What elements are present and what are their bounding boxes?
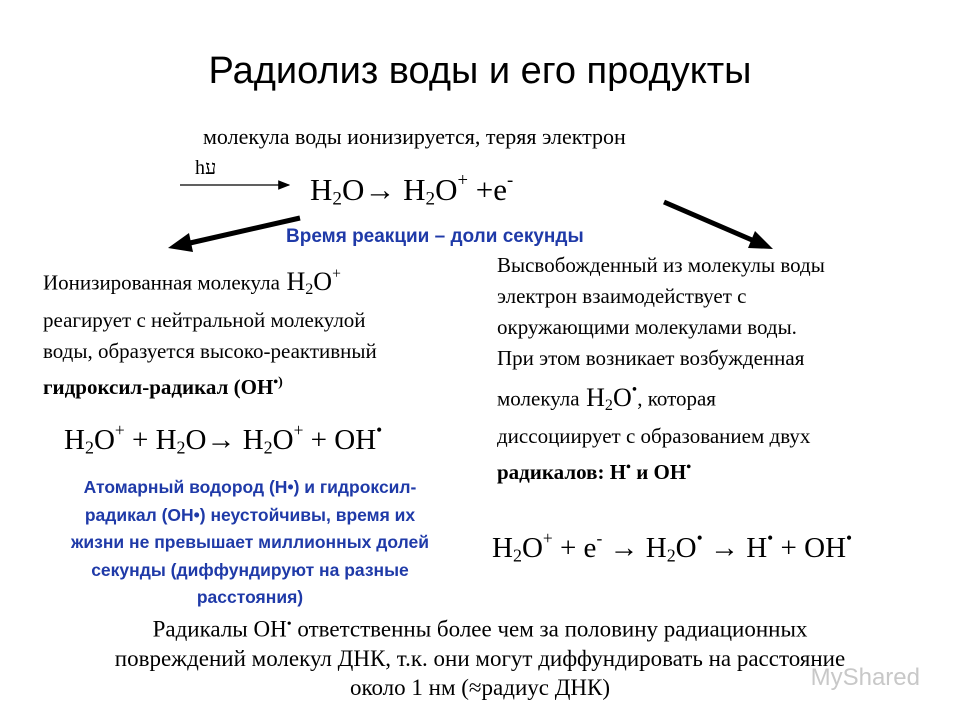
watermark: MyShared — [810, 664, 920, 691]
hv-label: hע — [195, 157, 217, 179]
slide-title: Радиолиз воды и его продукты — [208, 50, 752, 92]
left-description: Ионизированная молекула H2O+ реагирует с… — [43, 265, 377, 399]
reaction-time-label: Время реакции – доли секунды — [286, 226, 584, 247]
right-branch-arrow — [663, 199, 773, 249]
bottom-conclusion: Радикалы ОН• ответственны более чем за п… — [114, 616, 846, 700]
radical-stability-note: Атомарный водород (Н•) и гидроксил- ради… — [71, 477, 429, 607]
main-reaction: H2O→ H2O+ +e- — [310, 170, 514, 210]
ionization-subtitle: молекула воды ионизируется, теряя электр… — [203, 124, 626, 149]
left-branch-arrow — [168, 215, 301, 252]
right-description: Высвобожденный из молекулы воды электрон… — [497, 253, 825, 484]
left-reaction: H2O+ + H2O→ H2O+ + OH• — [64, 420, 383, 458]
right-reaction: H2O+ + e- → H2O• → H• + OH• — [492, 528, 853, 566]
